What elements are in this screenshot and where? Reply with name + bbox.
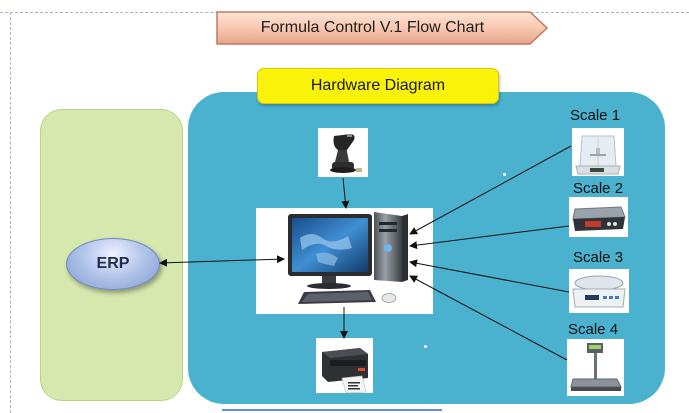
scale-2-label: Scale 2: [573, 180, 624, 197]
bench-scale-icon: [569, 197, 628, 237]
precision-scale-icon: [569, 269, 629, 313]
desktop-computer-icon: [256, 208, 433, 314]
page-title: Formula Control V.1 Flow Chart: [260, 19, 485, 36]
title-banner-shape: [216, 11, 549, 45]
erp-button[interactable]: ERP: [66, 238, 160, 290]
label-printer-icon: [316, 338, 373, 393]
platform-scale-icon: [567, 339, 624, 396]
decorative-dot: [503, 173, 506, 176]
analytical-balance-icon: [572, 128, 624, 176]
scale-3-label: Scale 3: [573, 249, 624, 266]
scale-1-label: Scale 1: [570, 107, 621, 124]
barcode-scanner-icon: [318, 128, 368, 177]
title-banner: Formula Control V.1 Flow Chart: [215, 10, 550, 46]
bottom-accent-line: [222, 409, 442, 411]
page-border-left: [10, 12, 11, 413]
scale-4-label: Scale 4: [568, 321, 619, 338]
hardware-diagram-label: Hardware Diagram: [257, 68, 499, 104]
decorative-dot: [424, 345, 427, 348]
